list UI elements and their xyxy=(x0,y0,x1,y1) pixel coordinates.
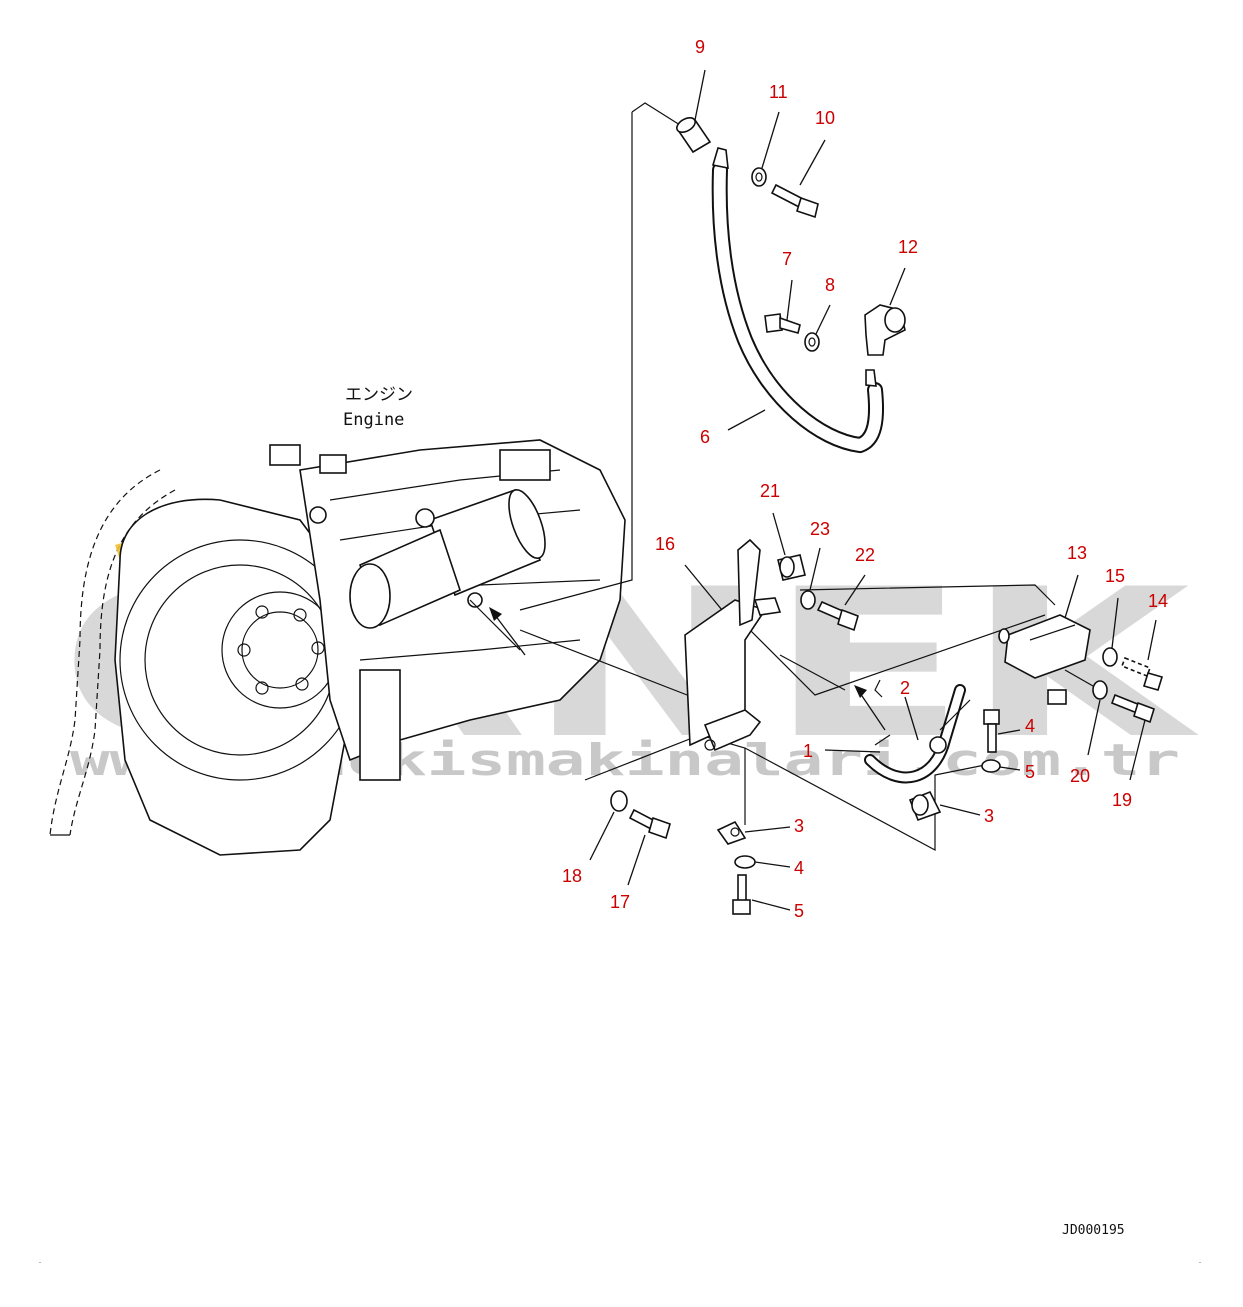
drawing-code: JD000195 xyxy=(1062,1223,1125,1238)
callout-19: 19 xyxy=(1112,790,1132,810)
callout-6: 6 xyxy=(700,427,710,447)
part-15-washer xyxy=(1102,647,1118,667)
part-7-bolt xyxy=(764,313,801,334)
part-19-bolt xyxy=(1110,693,1155,724)
callout-15: 15 xyxy=(1105,566,1125,586)
part-3-clip-right xyxy=(908,790,942,822)
callout-4-right: 4 xyxy=(1025,716,1035,736)
callout-18: 18 xyxy=(562,866,582,886)
callout-5-right: 5 xyxy=(1025,762,1035,782)
part-2-harness xyxy=(864,679,971,784)
part-3-clip-lower xyxy=(716,820,747,845)
callout-5-lower: 5 xyxy=(794,901,804,921)
part-12-boot xyxy=(864,304,906,356)
part-18-washer xyxy=(610,790,628,812)
callout-12: 12 xyxy=(898,237,918,257)
part-21-clip xyxy=(777,554,806,581)
leader-lines xyxy=(589,69,1157,911)
callout-21: 21 xyxy=(760,481,780,501)
callout-7: 7 xyxy=(782,249,792,269)
callout-9: 9 xyxy=(695,37,705,57)
part-9-sleeve xyxy=(676,116,712,154)
callout-22: 22 xyxy=(855,545,875,565)
engine-label-jp: エンジン xyxy=(345,385,413,405)
callout-13: 13 xyxy=(1067,543,1087,563)
part-10-bolt xyxy=(770,183,819,219)
callout-2: 2 xyxy=(900,678,910,698)
part-6-cable xyxy=(711,147,885,454)
part-14-bolt xyxy=(1120,656,1164,691)
assembly-lines xyxy=(489,102,1101,852)
part-17-bolt xyxy=(628,808,671,840)
callout-labels: 9 11 10 7 8 12 6 21 16 23 22 13 15 14 2 … xyxy=(562,37,1168,921)
engine-assembly xyxy=(49,439,626,856)
callout-3-right: 3 xyxy=(984,806,994,826)
callout-3-lower: 3 xyxy=(794,816,804,836)
callout-11: 11 xyxy=(769,82,788,102)
part-5-bolt-lower xyxy=(732,874,751,915)
part-4-washer-lower xyxy=(734,855,756,869)
engine-label-en: Engine xyxy=(343,410,404,430)
part-4-bolt-right xyxy=(983,709,1000,753)
callout-20: 20 xyxy=(1070,766,1090,786)
part-20-washer xyxy=(1092,680,1108,700)
part-11-washer xyxy=(751,167,767,187)
callout-17: 17 xyxy=(610,892,630,912)
part-23-washer xyxy=(800,590,816,610)
callout-14: 14 xyxy=(1148,591,1168,611)
callout-10: 10 xyxy=(815,108,835,128)
part-22-bolt xyxy=(816,600,859,632)
callout-1: 1 xyxy=(803,741,813,761)
part-5-washer-right xyxy=(981,759,1001,773)
callout-23: 23 xyxy=(810,519,830,539)
part-13-relay xyxy=(998,614,1091,705)
part-16-bracket xyxy=(684,538,782,752)
callout-16: 16 xyxy=(655,534,675,554)
callout-4-lower: 4 xyxy=(794,858,804,878)
callout-8: 8 xyxy=(825,275,835,295)
part-8-washer xyxy=(804,332,820,352)
